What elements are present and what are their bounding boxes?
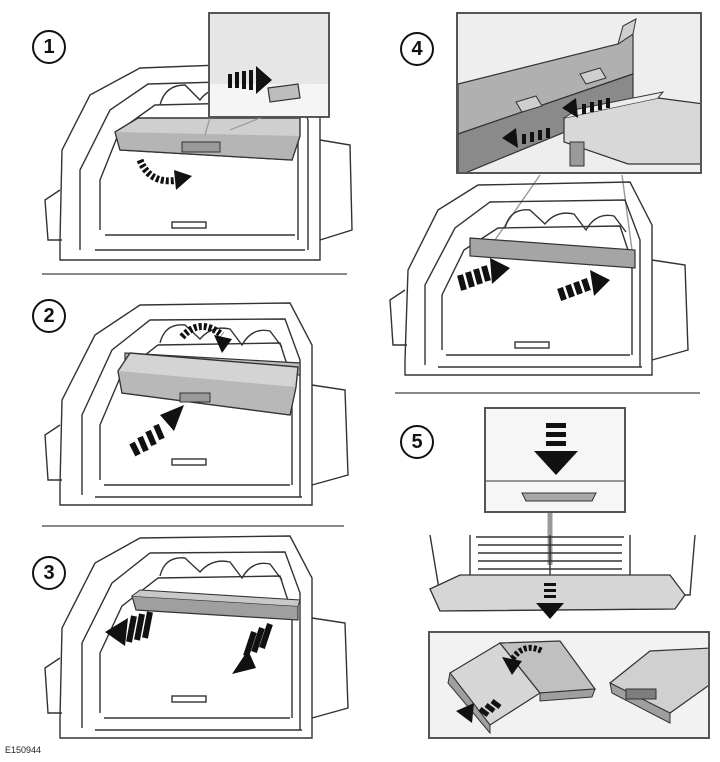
step-3-number: 3 <box>32 556 66 590</box>
push-arrow-icon <box>228 66 272 94</box>
step-5-top-inset <box>484 407 626 513</box>
slide-arrow-lower-icon <box>502 128 550 148</box>
press-down-arrow-icon <box>534 423 578 475</box>
step-1-number: 1 <box>32 30 66 64</box>
step-2-number: 2 <box>32 299 66 333</box>
rotate-arrow-icon <box>136 158 192 190</box>
slide-arrow-icon <box>456 699 502 723</box>
step-5-number: 5 <box>400 425 434 459</box>
step-3-illustration <box>44 535 349 739</box>
load-cover-rail <box>131 595 299 621</box>
divider-2-3 <box>42 525 344 527</box>
fold-arrow-icon <box>502 645 544 675</box>
insert-arrow-right-icon <box>557 270 610 301</box>
push-arrow-icon <box>129 405 184 457</box>
step-5-bottom-inset <box>428 631 710 739</box>
step-4-panel: 4 <box>360 0 720 392</box>
step-2-panel: 2 <box>0 275 360 525</box>
step-4-detail-inset <box>456 12 702 174</box>
divider-4-5 <box>395 392 700 394</box>
divider-1-2 <box>42 273 347 275</box>
step-4-number: 4 <box>400 32 434 66</box>
down-arrow-icon <box>536 583 564 619</box>
insert-arrow-left-icon <box>457 258 510 291</box>
slide-arrow-upper-icon <box>562 98 610 118</box>
step-5-illustration <box>429 513 696 619</box>
remove-arrow-right-icon <box>232 623 273 674</box>
step-3-panel: 3 <box>0 528 360 748</box>
step-2-illustration <box>44 302 349 506</box>
step-5-panel: 5 <box>360 395 720 745</box>
step-1-panel: 1 <box>0 0 360 272</box>
figure-id: E150944 <box>5 745 42 755</box>
remove-arrow-left-icon <box>105 611 153 646</box>
step-1-illustration <box>44 61 353 261</box>
rotate-arrow-icon <box>179 323 232 353</box>
step-1-detail-inset <box>208 12 330 118</box>
step-4-illustration <box>389 174 689 376</box>
